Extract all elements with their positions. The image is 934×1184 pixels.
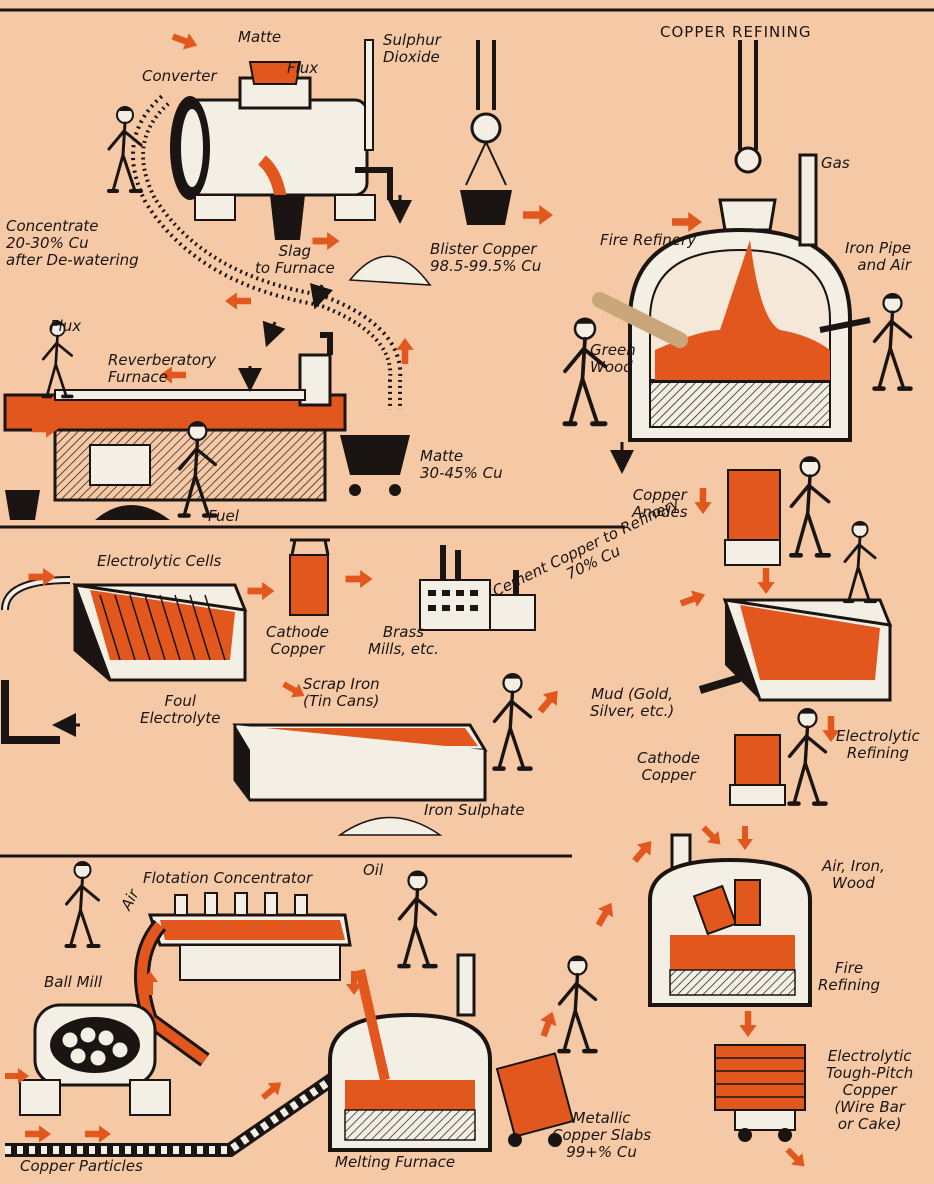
label-converter: Converter [142,68,217,85]
worker-oil [400,872,436,967]
label-oil: Oil [363,862,383,879]
label-reverberatory-furnace: Reverberatory Furnace [108,352,216,386]
label-melting-furnace: Melting Furnace [335,1154,455,1171]
cathode-sheet [290,540,330,615]
label-flux-left: Flux [50,318,81,335]
label-fire-refinery: Fire Refinery [600,232,696,249]
label-ball-mill: Ball Mill [44,974,102,991]
refining-cell [700,600,890,700]
worker-slabs [560,957,596,1052]
label-green-wood: Green Wood [590,342,636,376]
label-electrolytic-tough-pitch: Electrolytic Tough-Pitch Copper (Wire Ba… [826,1048,913,1133]
label-matte-top: Matte [238,29,281,46]
flotation-concentrator [150,893,350,980]
label-concentrate: Concentrate 20-30% Cu after De-watering [6,218,139,269]
label-flotation-concentrator: Flotation Concentrator [143,870,312,887]
label-iron-sulphate: Iron Sulphate [424,802,525,819]
label-electrolytic-refining: Electrolytic Refining [836,728,920,762]
label-slag-to-furnace: Slag to Furnace [255,243,335,277]
label-copper-particles: Copper Particles [20,1158,143,1175]
label-gas: Gas [821,155,850,172]
electrolytic-cells [75,585,245,680]
label-foul-electrolyte: Foul Electrolyte [140,693,221,727]
fire-refining-furnace [650,835,810,1005]
label-cathode-copper-right: Cathode Copper [637,750,700,784]
worker-scrap-iron [495,674,531,769]
worker-crane [845,522,875,601]
label-fuel: Fuel [208,508,239,525]
label-sulphur-dioxide: Sulphur Dioxide [383,32,441,66]
label-blister-copper: Blister Copper 98.5-99.5% Cu [430,241,541,275]
label-matte-bottom: Matte 30-45% Cu [420,448,503,482]
wire-bar-cart [715,1045,805,1142]
anode-cart [725,470,780,565]
label-flux-top: Flux [287,60,318,77]
label-scrap-iron: Scrap Iron (Tin Cans) [303,676,380,710]
worker-air [67,862,99,946]
blister-ladle [460,40,512,225]
label-fire-refining: Fire Refining [818,960,880,994]
pipe-foul [5,680,60,740]
label-iron-pipe-air: Iron Pipe and Air [845,240,911,274]
label-metallic-copper-slabs: Metallic Copper Slabs 99+% Cu [552,1110,651,1161]
cathode-cart [730,735,785,805]
title-copper-refining: COPPER REFINING [660,24,811,41]
label-electrolytic-cells: Electrolytic Cells [97,553,221,570]
label-air-iron-wood: Air, Iron, Wood [822,858,885,892]
ball-mill [20,1005,170,1115]
label-brass-mills: Brass Mills, etc. [368,624,439,658]
worker-cathode [790,709,826,804]
label-mud: Mud (Gold, Silver, etc.) [590,686,674,720]
slag-pile [350,256,430,285]
label-cathode-copper-mid: Cathode Copper [266,624,329,658]
worker-anodes [791,457,828,555]
worker-iron-pipe [875,294,911,389]
